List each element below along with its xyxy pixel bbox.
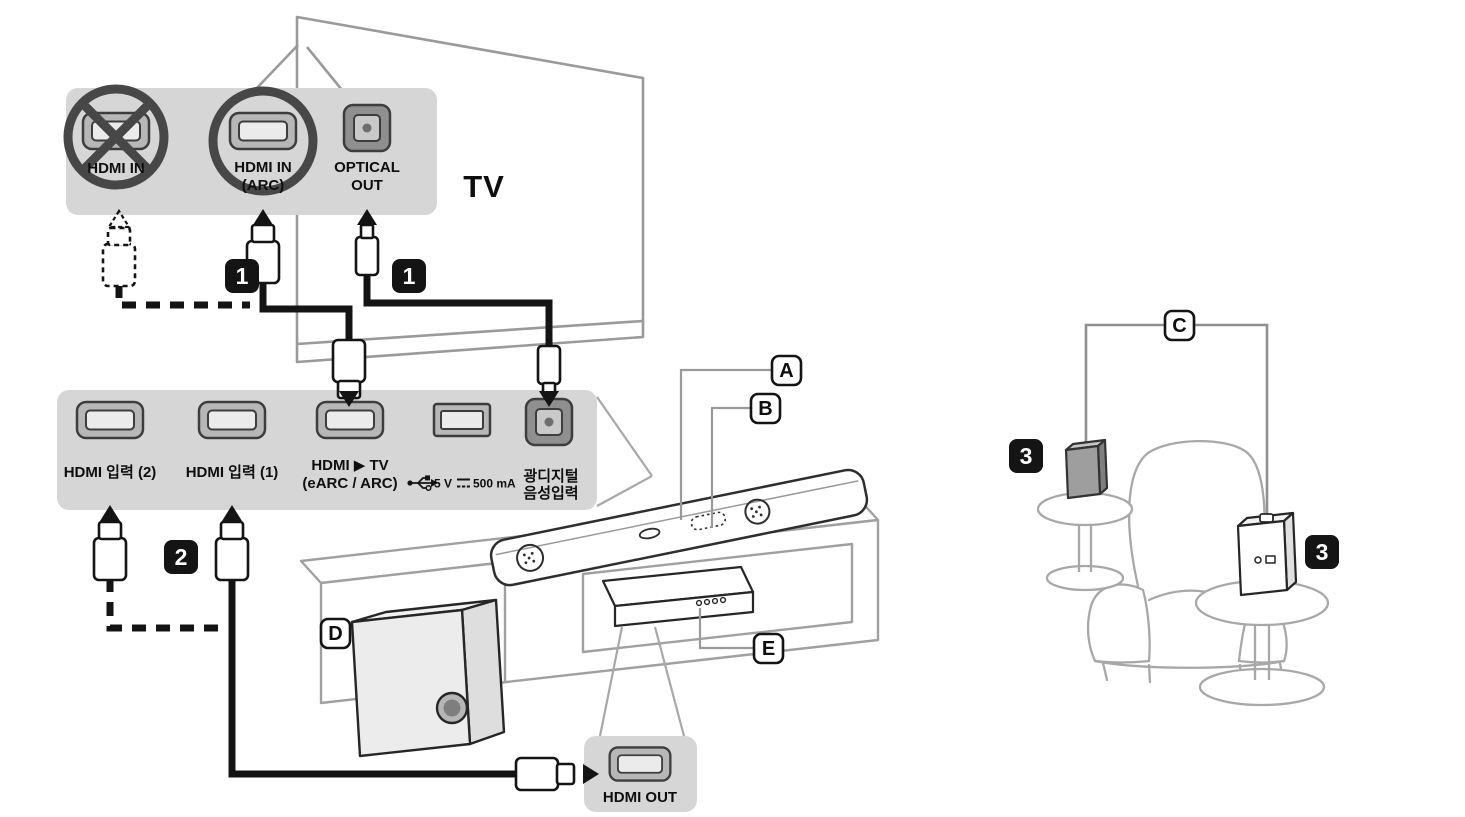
tv-hdmi-arc-label-2: (ARC) [242, 177, 285, 194]
hdmi-plug-ghost-icon [101, 226, 137, 288]
soundbar-display-icon [690, 511, 726, 531]
rear-speaker-right [1236, 511, 1298, 597]
soundbar-grille-right-icon [744, 498, 771, 525]
optical-in-port: 광디지털 음성입력 [523, 397, 579, 502]
side-table-left [1036, 491, 1134, 592]
tv-hdmi-in-arc-port: HDMI IN (ARC) [208, 86, 318, 196]
soundbar-button-icon [638, 527, 661, 540]
zoom-wedge-line [596, 396, 653, 477]
hdmi-out-label: HDMI OUT [603, 789, 677, 806]
step-1-badge: 1 [225, 259, 259, 293]
optional-hdmi-cable [92, 505, 228, 632]
hdmi-port-icon [75, 400, 145, 440]
zoom-wedge-hdmi-out [598, 626, 686, 737]
player-buttons-icon [695, 596, 727, 607]
hdmi-port-icon [608, 746, 672, 782]
optical-in-label-2: 음성입력 [523, 484, 578, 502]
prohibited-hdmi-cable [101, 209, 250, 309]
callout-c: C [1163, 309, 1196, 342]
soundbar [489, 468, 869, 587]
usb-current-label: 500 mA [473, 477, 516, 491]
tv-optical-label-2: OUT [351, 177, 383, 194]
hdmi-out-panel: HDMI OUT [584, 736, 697, 812]
device-hdmi-cable [214, 505, 599, 792]
optical-plug-icon [354, 223, 380, 277]
hdmi-input2-port: HDMI 입력 (2) [64, 400, 157, 481]
callout-b: B [710, 392, 782, 528]
prohibited-icon [63, 84, 169, 190]
callout-b-letter: B [758, 398, 772, 420]
callout-c-letter: C [1172, 315, 1186, 337]
optical-plug-icon [536, 344, 562, 398]
player-front [613, 590, 755, 628]
hdmi-port-icon [315, 400, 385, 440]
step-3-number: 3 [1316, 539, 1329, 565]
arc-hdmi-cable [245, 209, 367, 407]
hdmi-to-tv-label-1: HDMI ▶ TV [311, 457, 388, 474]
step-1-number: 1 [403, 263, 416, 289]
hdmi-port-icon [228, 111, 298, 151]
tv-label: TV [463, 169, 505, 204]
hdmi-input2-label: HDMI 입력 (2) [64, 463, 157, 481]
rear-speaker-left [1064, 438, 1109, 500]
hdmi-to-tv-label-2: (eARC / ARC) [302, 475, 397, 492]
hdmi-plug-right-icon [514, 756, 576, 792]
media-player [601, 565, 755, 628]
speaker-controls-icon [1254, 555, 1276, 564]
cables-tv-to-soundbar: 1 1 [101, 209, 562, 407]
callout-a: A [679, 354, 803, 520]
step-2-number: 2 [175, 544, 188, 570]
usb-icon [407, 475, 438, 492]
hdmi-plug-icon [331, 338, 367, 400]
soundbar-ports-panel: HDMI 입력 (2) HDMI 입력 (1) HDMI ▶ TV (eARC … [57, 390, 653, 510]
subwoofer-front [350, 608, 472, 758]
zoom-wedge-line [305, 46, 344, 91]
tv-hdmi-in-label: HDMI IN [87, 160, 145, 177]
allowed-circle-icon [208, 86, 318, 196]
step-1-number: 1 [236, 263, 249, 289]
step-2-badge: 2 [164, 540, 198, 574]
hdmi-plug-icon [214, 520, 250, 582]
callout-d: D [319, 617, 352, 650]
zoom-wedge-line [596, 475, 653, 507]
usb-port-icon [432, 402, 492, 438]
armchair [1086, 439, 1288, 684]
tv-hdmi-in-port: HDMI IN [63, 84, 169, 190]
hdmi-input1-label: HDMI 입력 (1) [186, 463, 279, 481]
tv-optical-out-port: OPTICAL OUT [334, 103, 400, 194]
tv-ports-panel: HDMI IN HDMI IN (ARC) OPTICAL OUT [63, 84, 437, 215]
step-3-badge: 3 [1009, 439, 1043, 473]
soundbar-grille-left-icon [516, 543, 545, 572]
optical-in-label-1: 광디지털 [523, 467, 578, 485]
hdmi-plug-icon [92, 520, 128, 582]
dc-symbol-icon [457, 478, 470, 488]
side-table-right [1194, 579, 1330, 707]
usb-port: 5 V 500 mA [407, 402, 516, 492]
cable-slot-icon [1259, 513, 1274, 523]
step-3-number: 3 [1020, 443, 1033, 469]
step-3-badge: 3 [1305, 535, 1339, 569]
tv-optical-label-1: OPTICAL [334, 159, 400, 176]
callout-e-letter: E [762, 638, 775, 660]
subwoofer [350, 598, 506, 758]
hdmi-input1-port: HDMI 입력 (1) [186, 400, 279, 481]
callout-e: E [698, 608, 785, 665]
optical-cable [354, 209, 562, 407]
callout-d-letter: D [328, 623, 342, 645]
step-1-badge: 1 [392, 259, 426, 293]
cables-below-panel: 2 [92, 505, 599, 792]
hdmi-to-tv-port: HDMI ▶ TV (eARC / ARC) [302, 400, 398, 492]
callout-a-letter: A [779, 360, 793, 382]
tv-hdmi-arc-label-1: HDMI IN [234, 159, 292, 176]
optical-port-icon [342, 103, 392, 153]
zoom-wedge-line [254, 44, 299, 91]
hdmi-port-icon [197, 400, 267, 440]
usb-volt-label: 5 V [434, 477, 452, 491]
